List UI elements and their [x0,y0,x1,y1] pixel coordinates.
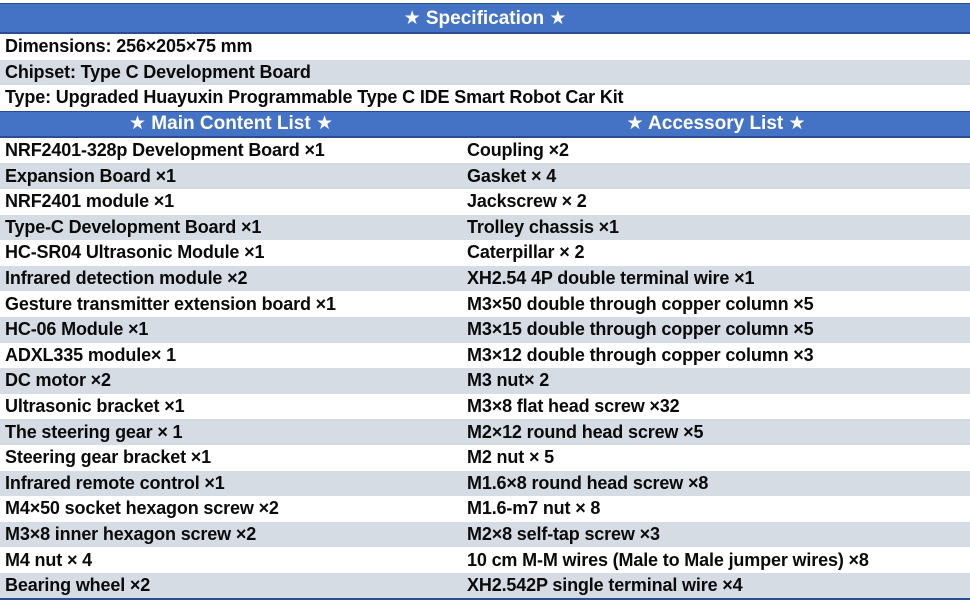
accessory-item-cell: M2×12 round head screw ×5 [467,421,704,442]
accessory-item-cell: M3×15 double through copper column ×5 [467,319,814,340]
main-item-cell: DC motor ×2 [5,370,111,391]
accessory-item-cell: M3×12 double through copper column ×3 [467,344,814,365]
list-row: ADXL335 module× 1 M3×12 double through co… [0,342,970,369]
main-item-cell: M3×8 inner hexagon screw ×2 [5,523,257,544]
list-headers-bar: ★ Main Content List ★ ★ Accessory List ★ [0,110,970,138]
list-row: HC-SR04 Ultrasonic Module ×1 Caterpillar … [0,240,970,266]
main-item-cell: HC-SR04 Ultrasonic Module ×1 [5,242,265,263]
spec-row: Type: Upgraded Huayuxin Programmable Typ… [0,85,970,111]
accessory-item-cell: M3×8 flat head screw ×32 [467,396,680,417]
main-item-cell: ADXL335 module× 1 [5,344,177,365]
list-row: M4×50 socket hexagon screw ×2 M1.6-m7 nut… [0,496,970,522]
accessory-item-cell: Coupling ×2 [467,140,569,161]
list-row: Ultrasonic bracket ×1 M3×8 flat head scre… [0,393,970,420]
main-item-cell: Infrared remote control ×1 [5,472,225,493]
list-row: Infrared remote control ×1 M1.6×8 round h… [0,470,970,497]
list-row: The steering gear × 1 M2×12 round head sc… [0,419,970,445]
accessory-item-cell: Trolley chassis ×1 [467,216,619,237]
list-row: Infrared detection module ×2 XH2.54 4P do… [0,265,970,292]
list-row: Type-C Development Board ×1 Trolley chass… [0,214,970,241]
accessory-item-cell: Caterpillar × 2 [467,242,585,263]
main-item-cell: Steering gear bracket ×1 [5,447,212,468]
main-item-cell: Infrared detection module ×2 [5,268,248,289]
accessory-list-header: ★ Accessory List ★ [462,112,970,136]
accessory-item-cell: M1.6-m7 nut × 8 [467,498,601,519]
main-content-list-header: ★ Main Content List ★ [0,112,462,136]
list-row: Steering gear bracket ×1 M2 nut × 5 [0,444,970,471]
list-row: M4 nut × 4 10 cm M-M wires (Male to Male … [0,547,970,573]
bottom-border-line [0,598,970,600]
main-item-cell: NRF2401 module ×1 [5,191,175,212]
specification-title: ★ Specification ★ [403,7,567,29]
spec-row: Dimensions: 256×205×75 mm [0,34,970,60]
spec-row: Chipset: Type C Development Board [0,59,970,86]
main-item-cell: Type-C Development Board ×1 [5,216,262,237]
main-item-cell: The steering gear × 1 [5,421,183,442]
accessory-item-cell: M3 nut× 2 [467,370,550,391]
top-margin [0,0,970,3]
accessory-item-cell: M2×8 self-tap screw ×3 [467,523,660,544]
accessory-item-cell: Gasket × 4 [467,165,557,186]
main-item-cell: Expansion Board ×1 [5,165,176,186]
main-item-cell: Ultrasonic bracket ×1 [5,396,185,417]
accessory-item-cell: M1.6×8 round head screw ×8 [467,472,709,493]
accessory-item-cell: XH2.54 4P double terminal wire ×1 [467,268,755,289]
accessory-item-cell: M3×50 double through copper column ×5 [467,293,814,314]
main-item-cell: Bearing wheel ×2 [5,575,151,596]
main-item-cell: HC-06 Module ×1 [5,319,149,340]
list-row: Expansion Board ×1 Gasket × 4 [0,163,970,189]
accessory-item-cell: M2 nut × 5 [467,447,555,468]
main-item-cell: Gesture transmitter extension board ×1 [5,293,336,314]
main-item-cell: M4 nut × 4 [5,549,93,570]
list-row: NRF2401 module ×1 Jackscrew × 2 [0,188,970,215]
specification-header-bar: ★ Specification ★ [0,3,970,34]
accessory-item-cell: XH2.542P single terminal wire ×4 [467,575,743,596]
list-row: HC-06 Module ×1 M3×15 double through copp… [0,316,970,343]
accessory-list-title: ★ Accessory List ★ [626,113,806,135]
accessory-item-cell: 10 cm M-M wires (Male to Male jumper wir… [467,549,869,570]
accessory-item-cell: Jackscrew × 2 [467,191,587,212]
main-item-cell: M4×50 socket hexagon screw ×2 [5,498,279,519]
list-row: DC motor ×2 M3 nut× 2 [0,368,970,394]
list-row: M3×8 inner hexagon screw ×2 M2×8 self-tap… [0,521,970,548]
list-row: NRF2401-328p Development Board ×1 Couplin… [0,137,970,164]
parts-list: NRF2401-328p Development Board ×1 Couplin… [0,137,970,599]
main-content-list-title: ★ Main Content List ★ [129,113,333,135]
list-row: Gesture transmitter extension board ×1 M3… [0,291,970,317]
main-item-cell: NRF2401-328p Development Board ×1 [5,140,325,161]
list-row: Bearing wheel ×2 XH2.542P single terminal… [0,572,970,599]
